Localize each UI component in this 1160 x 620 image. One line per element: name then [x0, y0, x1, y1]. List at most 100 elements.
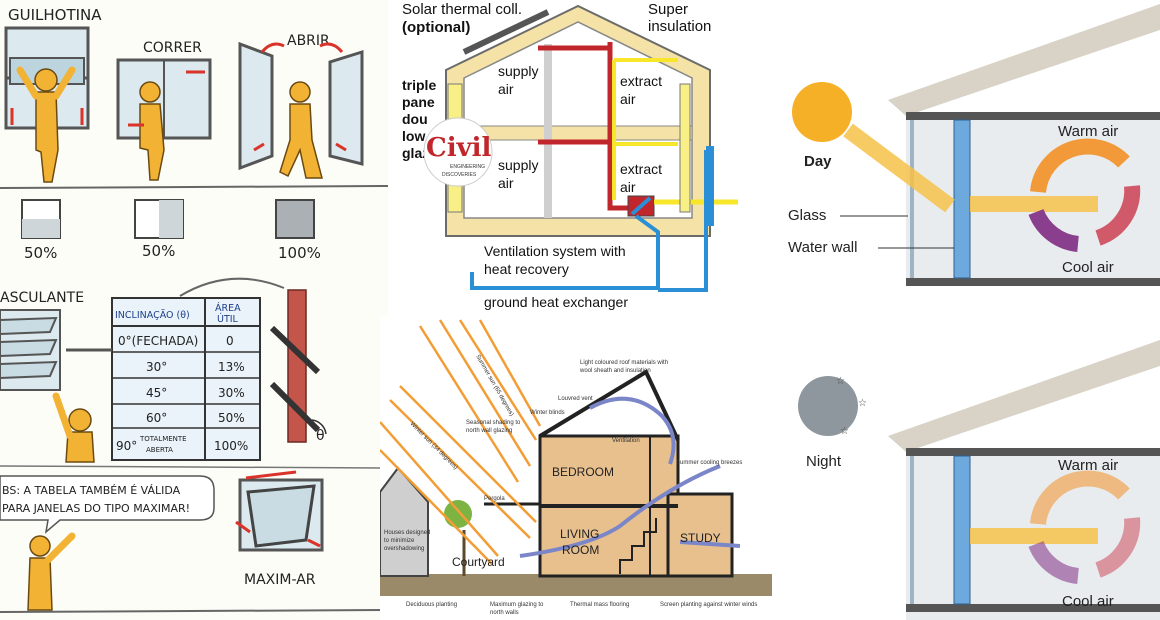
cool-air-label-night: Cool air: [1062, 593, 1114, 610]
water-wall-label: Water wall: [788, 239, 857, 256]
correr-label: CORRER: [143, 40, 202, 56]
seasonal-shading-2: north wall glazing: [466, 428, 512, 434]
logo-sub-1: ENGINEERING: [450, 164, 485, 170]
table-row-area: 0: [226, 334, 234, 348]
guilhotina-arrows: [10, 108, 84, 125]
ventilation-breeze-path: [589, 396, 676, 465]
sun-icon: [792, 82, 852, 142]
pergola-label: Pergola: [484, 496, 505, 502]
glazing-right: [679, 83, 691, 213]
roof-note-2: wool sheath and insulation: [579, 368, 651, 374]
table-header-area-1: ÁREA: [215, 302, 241, 314]
basculante-label: ASCULANTE: [0, 290, 84, 306]
table-row-angle: 30°: [146, 360, 167, 374]
deciduous-label: Deciduous planting: [406, 602, 457, 608]
living-room-label-1: LIVING: [560, 527, 599, 541]
table-row-area: 30%: [218, 386, 245, 400]
note-line-2: PARA JANELAS DO TIPO MAXIMAR!: [2, 502, 190, 515]
summer-breezes-label: Summer cooling breezes: [676, 460, 742, 466]
ground-line-top: [0, 185, 388, 189]
glazing-label-1: triple: [402, 77, 436, 93]
convection-loop-day: [1028, 138, 1141, 252]
logo-wordmark: Civil: [426, 133, 492, 163]
solar-collector-label-1: Solar thermal coll.: [402, 1, 522, 18]
glazing-label-5: glaz: [402, 145, 429, 161]
deciduous-tree-canopy: [444, 500, 472, 528]
solar-collector-label-2: (optional): [402, 19, 470, 36]
winter-blinds-label: Winter blinds: [530, 410, 565, 416]
star-icon: ☆: [840, 426, 849, 437]
table-row-area: 13%: [218, 360, 245, 374]
pct-correr: 50%: [142, 242, 175, 260]
maximar-arrows: [235, 470, 321, 548]
note-line-1: BS: A TABELA TAMBÉM É VÁLIDA: [2, 484, 181, 497]
water-wall-day: [953, 119, 971, 279]
roof-night: [888, 340, 1160, 452]
maximar-label: MAXIM-AR: [244, 572, 316, 588]
table-row-angle-note: ABERTA: [146, 446, 173, 454]
water-wall-diagram: Day Glass Water wall Warm air Cool air ☆…: [788, 4, 1160, 620]
ground-heat-exchanger-label: ground heat exchanger: [484, 294, 628, 310]
max-glazing-2: north walls: [490, 610, 519, 616]
extract-air-upper-1: extract: [620, 73, 662, 89]
correr-arrows: [128, 70, 205, 127]
solar-ray-day: [843, 123, 955, 213]
pct-guilhotina: 50%: [24, 244, 57, 262]
supply-duct: [607, 42, 636, 211]
ceiling-day: [906, 112, 1160, 120]
logo-sub-2: DISCOVERIES: [442, 172, 477, 178]
solar-collector: [462, 9, 550, 55]
pct-box-guilhotina: [21, 199, 61, 239]
screen-planting-label: Screen planting against winter winds: [660, 602, 757, 608]
floor-day: [906, 278, 1160, 286]
water-wall-night: [953, 455, 971, 605]
glazing-label-4: low: [402, 128, 425, 144]
house-interior: [463, 21, 693, 219]
ventilation-system-label-1: Ventilation system with: [484, 243, 626, 259]
passive-design-section-panel: Summer sun (65 degrees) Winter sun (34 d…: [380, 316, 772, 620]
ventilation-label: Ventilation: [612, 438, 640, 444]
maximar-window: [238, 478, 324, 552]
warm-air-label-day: Warm air: [1058, 123, 1118, 140]
night-sky-disc: [798, 376, 858, 436]
roof-note-1: Light coloured roof materials with: [580, 360, 668, 366]
houses-designed-1: Houses designed: [384, 530, 430, 536]
pct-abrir: 100%: [278, 244, 321, 262]
study-label: STUDY: [680, 531, 721, 545]
study-breeze-path: [679, 540, 741, 548]
floor-night: [906, 604, 1160, 612]
seasonal-shading-1: Seasonal shading to: [466, 420, 521, 426]
tilted-pane-detail: [269, 289, 327, 443]
ventilation-system-label-2: heat recovery: [484, 261, 569, 277]
star-icon: ☆: [858, 398, 867, 409]
glass-day: [910, 120, 914, 278]
winter-sun-rays: [380, 385, 537, 565]
abrir-window: [238, 41, 364, 171]
intake-pipe: [706, 146, 714, 226]
ceiling-night: [906, 448, 1160, 456]
roof-day: [888, 4, 1160, 116]
pct-box-correr: [134, 199, 184, 239]
table-row-angle-note: TOTALMENTE: [139, 435, 187, 443]
glass-label: Glass: [788, 207, 826, 224]
supply-air-lower-1: supply: [498, 157, 538, 173]
louvred-vent-label: Louvred vent: [558, 396, 593, 402]
living-room-label-2: ROOM: [562, 543, 599, 557]
houses-designed-3: overshadowing: [384, 546, 424, 552]
ventilation-diagram: Solar thermal coll. (optional) Super ins…: [402, 1, 738, 310]
table-header-area-2: ÚTIL: [217, 313, 239, 325]
window-types-sketch: GUILHOTINA CORRER ABRIR: [0, 6, 388, 613]
extract-air-upper-2: air: [620, 91, 636, 107]
pointing-figure: [27, 532, 76, 611]
courtyard-label: Courtyard: [452, 555, 505, 569]
abrir-figure: [279, 81, 323, 179]
table-row-area: 100%: [214, 439, 248, 453]
abrir-arrows: [253, 42, 347, 152]
roof: [538, 369, 680, 441]
heat-exchanger-diagonal: [630, 196, 652, 216]
supply-branches: [538, 45, 610, 145]
water-wall-panel: Day Glass Water wall Warm air Cool air ☆…: [778, 0, 1160, 620]
curved-pointer-arrow: [179, 277, 285, 297]
house-section-diagram: Summer sun (65 degrees) Winter sun (34 d…: [380, 319, 772, 616]
bedroom-label: BEDROOM: [552, 465, 614, 479]
